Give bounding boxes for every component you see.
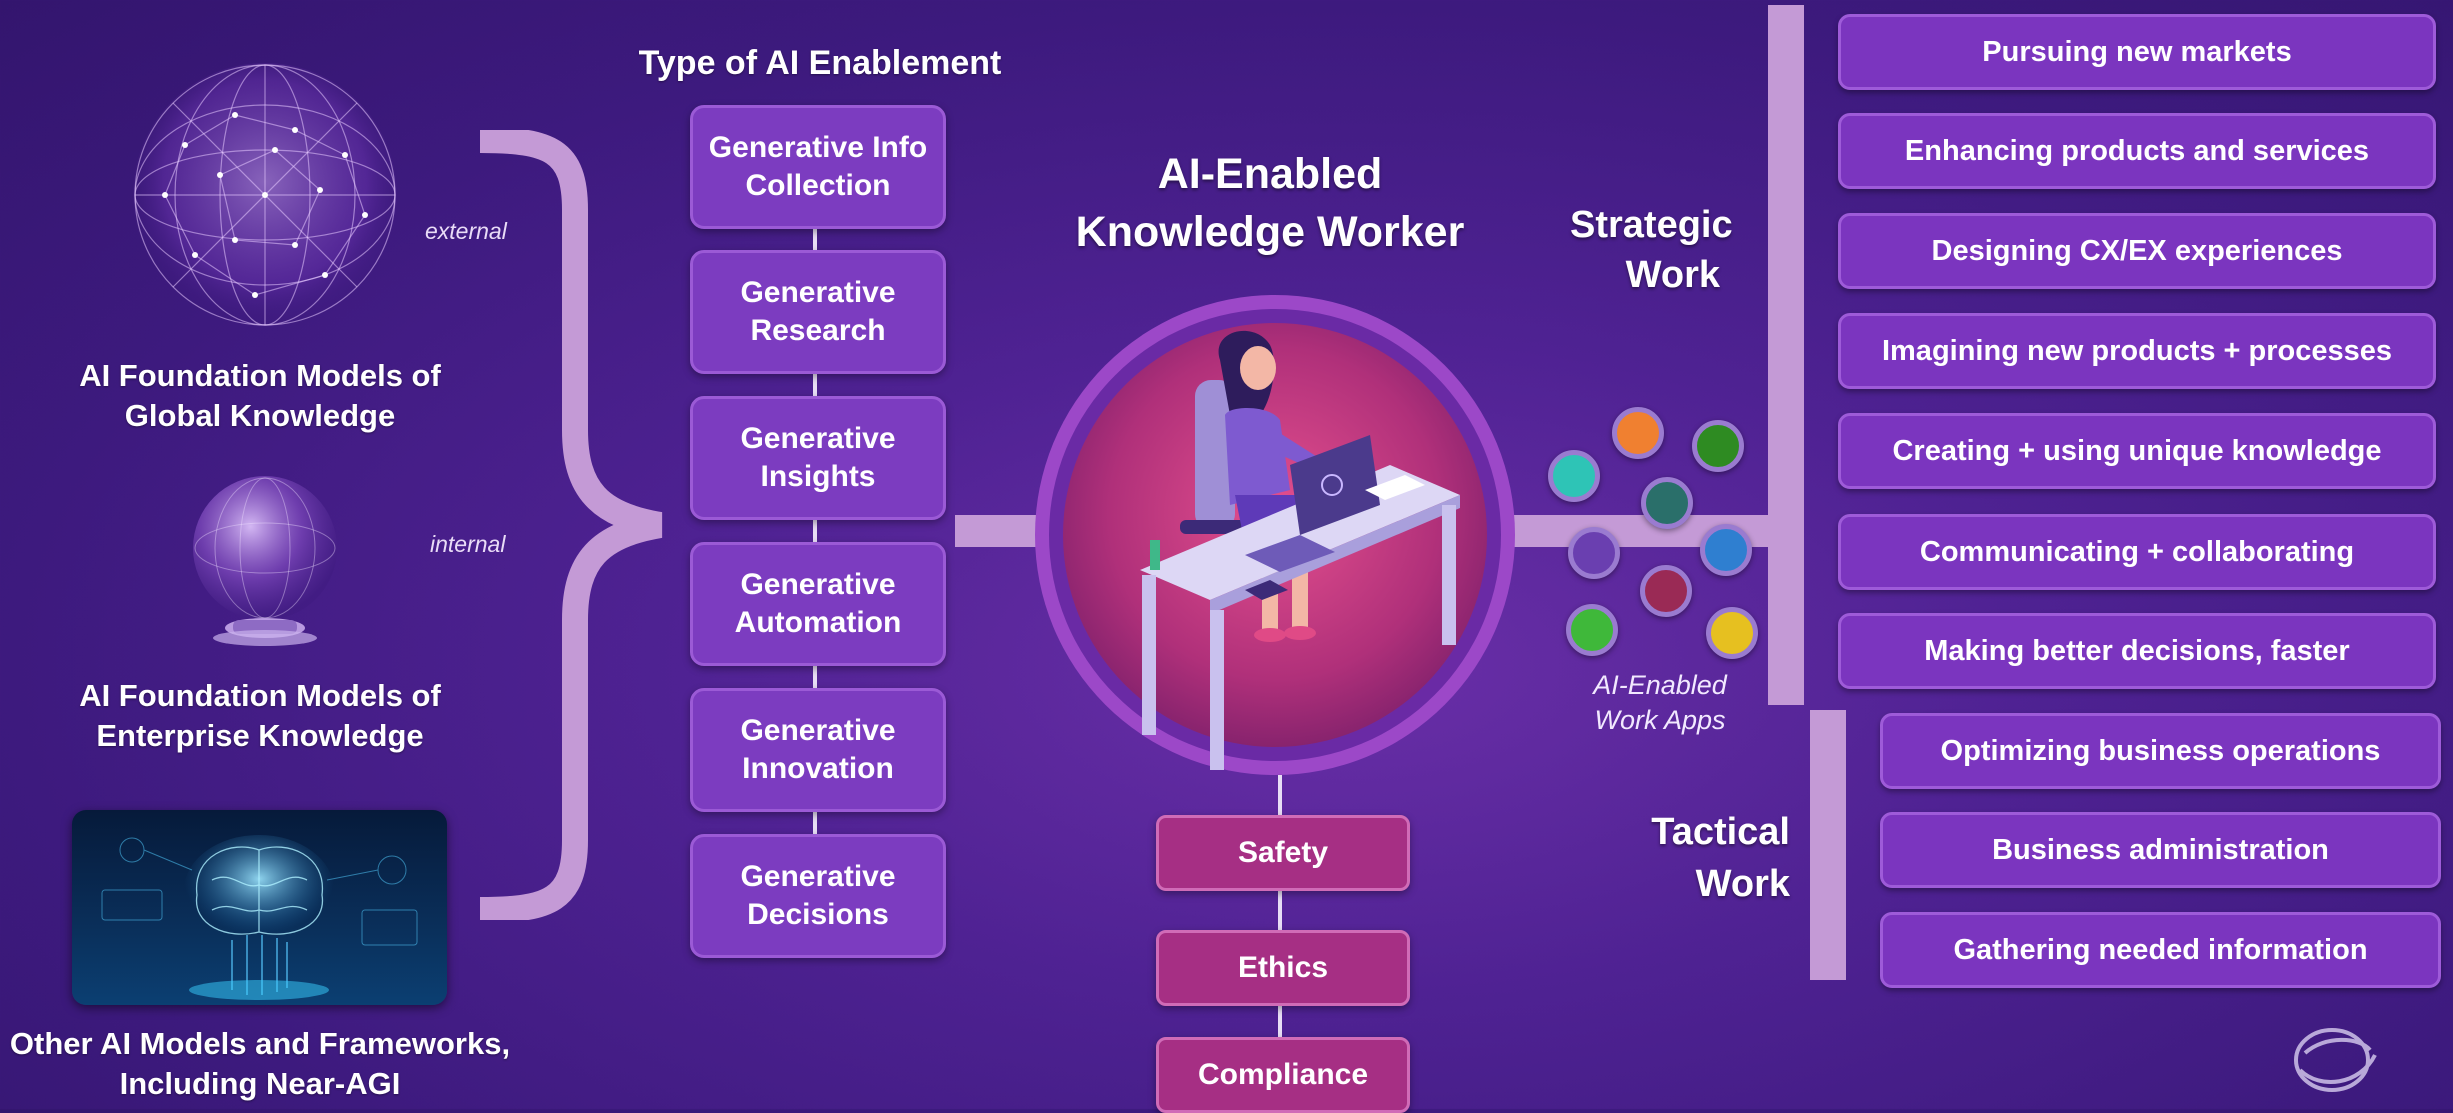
enablement-item: Generative Decisions: [690, 834, 946, 958]
strategic-work-label: Strategic Work: [1570, 204, 1733, 296]
strategic-item: Creating + using unique knowledge: [1838, 413, 2436, 489]
tactical-divider: [1810, 710, 1846, 980]
work-app-icon: [1641, 477, 1693, 529]
external-note: external: [425, 218, 507, 244]
work-app-icon: [1568, 527, 1620, 579]
enterprise-knowledge-orb-icon: [185, 470, 345, 655]
tactical-work-label: Tactical Work: [1651, 811, 1790, 905]
guardrail-connector: [1278, 775, 1282, 1080]
brand-logo-icon: [2280, 1015, 2390, 1105]
ai-brain-image: [72, 810, 447, 1005]
work-app-icon: [1566, 604, 1618, 656]
tactical-item: Business administration: [1880, 812, 2441, 888]
tactical-item: Optimizing business operations: [1880, 713, 2441, 789]
strategic-divider: [1768, 5, 1804, 705]
work-app-icon: [1640, 565, 1692, 617]
strategic-item: Designing CX/EX experiences: [1838, 213, 2436, 289]
enablement-item: Generative Insights: [690, 396, 946, 520]
global-knowledge-sphere-icon: [125, 55, 405, 335]
strategic-item: Enhancing products and services: [1838, 113, 2436, 189]
enablement-item: Generative Research: [690, 250, 946, 374]
enablement-to-worker-bar: [955, 515, 1045, 547]
guardrail-ethics: Ethics: [1156, 930, 1410, 1006]
enablement-item: Generative Automation: [690, 542, 946, 666]
grouping-bracket: [479, 127, 680, 923]
strategic-item: Pursuing new markets: [1838, 14, 2436, 90]
enablement-heading: Type of AI Enablement: [638, 44, 1002, 82]
other-models-caption: Other AI Models and Frameworks, Includin…: [9, 1026, 511, 1101]
strategic-item: Communicating + collaborating: [1838, 514, 2436, 590]
enterprise-knowledge-caption: AI Foundation Models of Enterprise Knowl…: [79, 678, 441, 753]
worker-title: AI-Enabled Knowledge Worker: [1075, 150, 1465, 256]
guardrail-compliance: Compliance: [1156, 1037, 1410, 1113]
strategic-item: Imagining new products + processes: [1838, 313, 2436, 389]
strategic-item: Making better decisions, faster: [1838, 613, 2436, 689]
work-app-icon: [1706, 607, 1758, 659]
work-app-icon: [1692, 420, 1744, 472]
work-apps-label: AI-Enabled Work Apps: [1593, 670, 1727, 735]
work-app-icon: [1548, 450, 1600, 502]
enablement-item: Generative Innovation: [690, 688, 946, 812]
tactical-item: Gathering needed information: [1880, 912, 2441, 988]
enablement-item: Generative Info Collection: [690, 105, 946, 229]
work-app-icon: [1700, 524, 1752, 576]
knowledge-worker-illustration: [1030, 290, 1520, 780]
global-knowledge-caption: AI Foundation Models of Global Knowledge: [79, 358, 441, 433]
work-app-icon: [1612, 407, 1664, 459]
internal-note: internal: [430, 531, 506, 557]
guardrail-safety: Safety: [1156, 815, 1410, 891]
